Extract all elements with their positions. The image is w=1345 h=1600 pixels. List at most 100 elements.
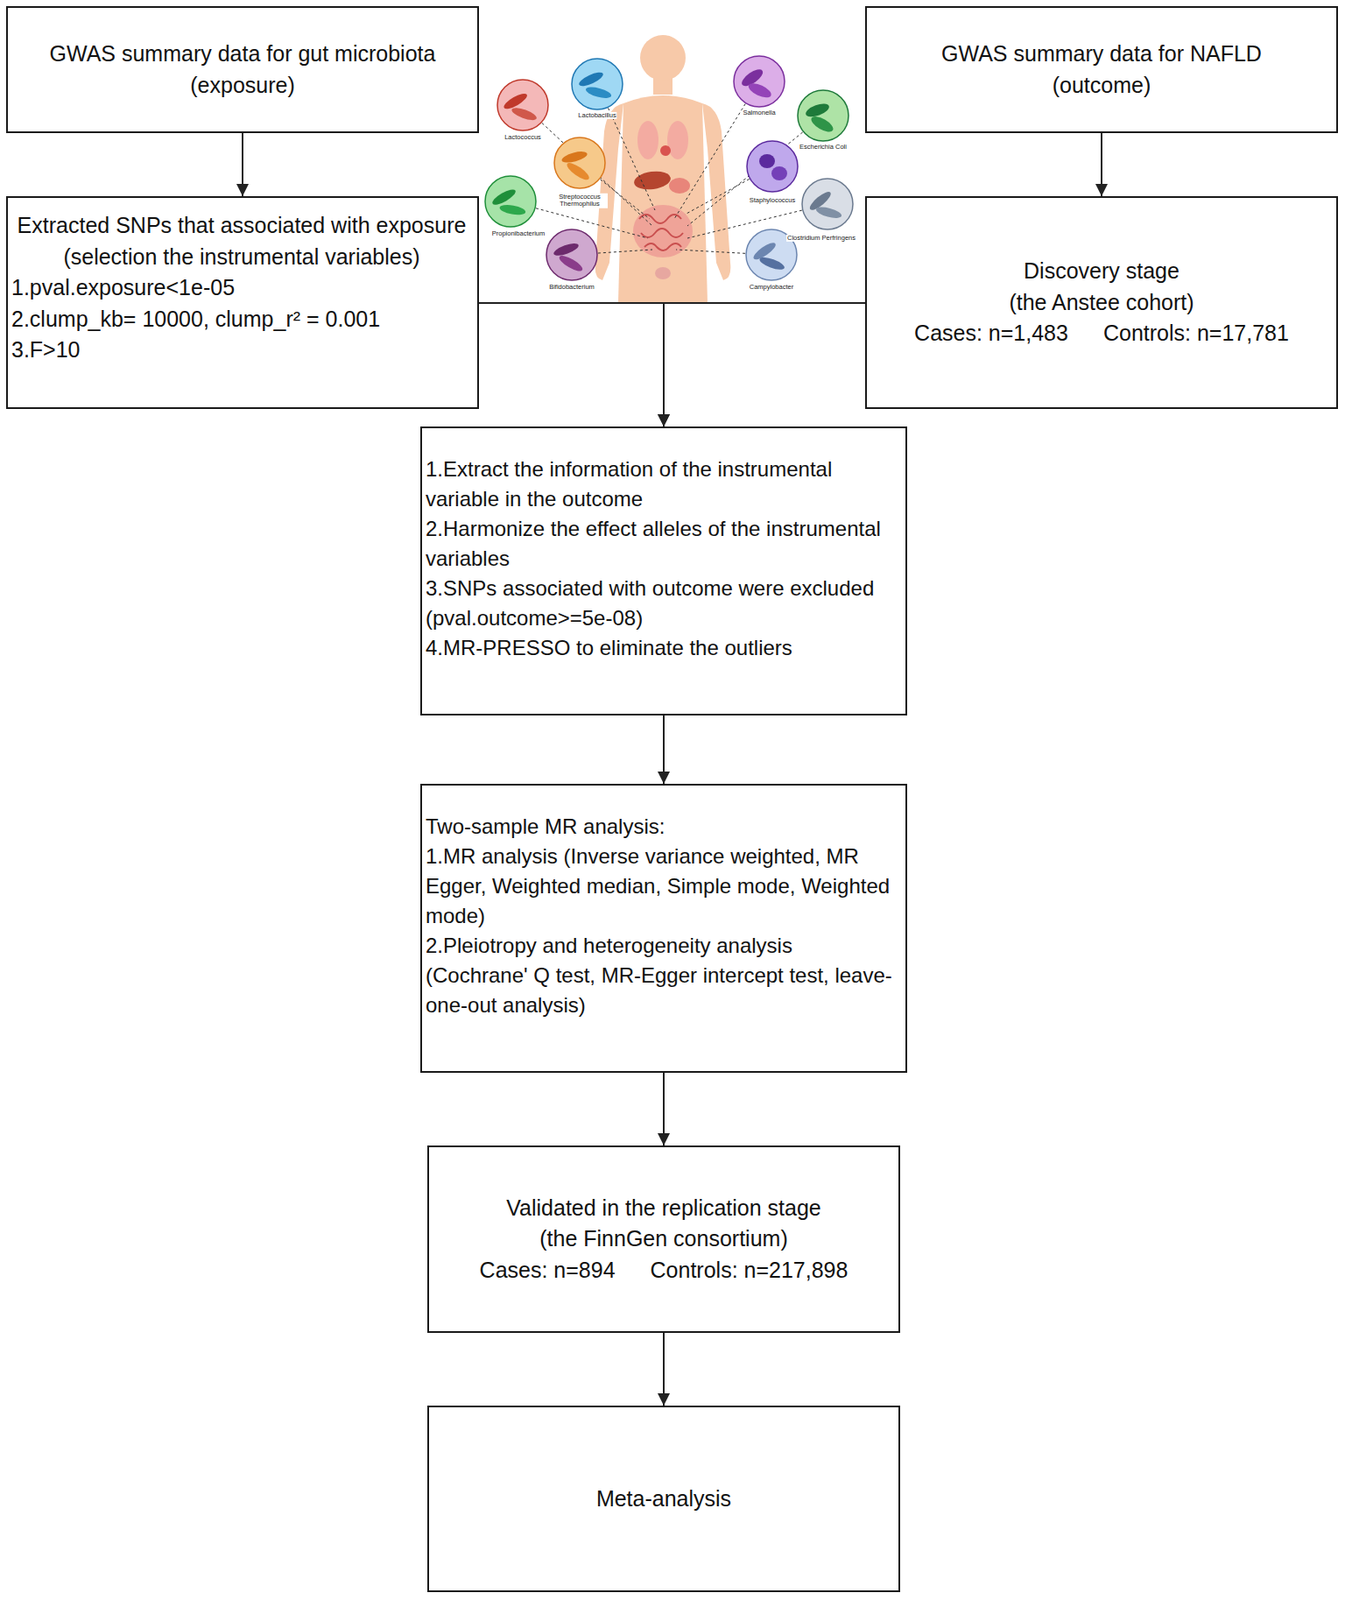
box-text: 2.Harmonize the effect alleles of the in…: [425, 514, 901, 574]
box-text: Cases: n=894: [479, 1254, 616, 1287]
bacterium-disc: [797, 90, 849, 141]
text-row: 3.SNPs associated with outcome were excl…: [425, 573, 901, 634]
process-box: Extracted SNPs that associated with expo…: [6, 196, 479, 409]
text-row: Cases: n=1,483 Controls: n=17,781: [875, 317, 1328, 350]
organism-label: Streptococcus Thermophilus: [551, 193, 608, 209]
bacterium-cell: [758, 254, 787, 273]
text-row: Validated in the replication stage (the …: [437, 1192, 890, 1255]
bacterium-icon: [546, 229, 598, 281]
head-shape: [640, 35, 686, 81]
organism-label: Clostridium Perfringens: [786, 234, 857, 242]
text-row: 2.clump_kb= 10000, clump_r² = 0.001: [11, 303, 472, 336]
bacterium-icon: [497, 79, 549, 131]
bacterium-disc: [546, 229, 598, 281]
bacterium-cell: [577, 70, 605, 90]
bladder-shape: [654, 267, 671, 280]
box-text: Meta-analysis: [437, 1483, 890, 1515]
box-text: Cases: n=1,483: [914, 317, 1069, 350]
box-text: 2.Pleiotropy and heterogeneity analysis …: [425, 930, 901, 1021]
arm-shape: [595, 103, 624, 281]
box-body: 1.Extract the information of the instrum…: [425, 454, 901, 664]
flow-arrow: [663, 302, 866, 427]
flow-arrow: [241, 133, 244, 197]
text-row: Cases: n=894 Controls: n=217,898: [437, 1254, 890, 1287]
bacterium-cell: [815, 204, 844, 220]
heart-shape: [660, 145, 671, 156]
box-text: Discovery stage (the Anstee cohort): [1005, 255, 1198, 318]
text-row: Meta-analysis: [437, 1483, 890, 1515]
text-row: 2.Pleiotropy and heterogeneity analysis …: [425, 930, 901, 1021]
text-row: GWAS summary data for gut microbiota (ex…: [16, 38, 469, 101]
bacterium-icon: [571, 58, 623, 110]
process-box: GWAS summary data for gut microbiota (ex…: [6, 6, 479, 134]
process-box: 1.Extract the information of the instrum…: [420, 426, 908, 716]
organism-label: Bifidobacterium: [548, 283, 596, 291]
box-body: Validated in the replication stage (the …: [437, 1192, 890, 1287]
bacterium-cell: [564, 160, 592, 183]
flow-arrow: [1100, 133, 1103, 197]
bacterium-disc: [497, 79, 549, 131]
bacterium-disc: [733, 56, 785, 107]
flow-arrow: [478, 302, 664, 427]
organism-label: Escherichia Coli: [798, 143, 848, 151]
organism-label: Staphylococcus: [748, 197, 797, 205]
bacterium-cell: [499, 203, 527, 217]
flow-arrow: [662, 1072, 665, 1146]
box-text: 3.F>10: [11, 334, 472, 367]
bacterium-disc: [802, 178, 853, 230]
bacterium-icon: [802, 178, 853, 230]
bacterium-disc: [746, 229, 797, 281]
box-body: GWAS summary data for gut microbiota (ex…: [16, 38, 469, 101]
text-row: GWAS summary data for NAFLD (outcome): [875, 38, 1328, 101]
box-text: 1.Extract the information of the instrum…: [425, 454, 901, 515]
bacterium-cell: [809, 113, 836, 135]
organism-label: Propionibacterium: [491, 230, 546, 238]
leader-lines: [510, 81, 828, 255]
torso-shape: [618, 95, 708, 303]
bacterium-icon: [554, 137, 606, 189]
lung-shape: [667, 120, 689, 160]
box-body: Two-sample MR analysis:1.MR analysis (In…: [425, 811, 901, 1022]
flow-arrow: [662, 715, 665, 784]
text-row: 4.MR-PRESSO to eliminate the outliers: [425, 633, 901, 663]
box-body: Extracted SNPs that associated with expo…: [11, 210, 472, 367]
text-row: 1.pval.exposure<1e-05: [11, 272, 472, 304]
bacterium-cell: [510, 105, 539, 123]
box-body: Discovery stage (the Anstee cohort)Cases…: [875, 255, 1328, 350]
organism-label: Salmonella: [741, 109, 776, 117]
box-text: GWAS summary data for NAFLD (outcome): [899, 38, 1305, 101]
box-text: Controls: n=17,781: [1103, 317, 1289, 350]
box-text: 3.SNPs associated with outcome were excl…: [425, 573, 901, 634]
text-row: Extracted SNPs that associated with expo…: [11, 210, 472, 273]
leader-line: [522, 105, 653, 226]
bacterium-icon: [485, 176, 536, 227]
bacterium-disc: [485, 176, 536, 227]
box-text: 1.pval.exposure<1e-05: [11, 272, 472, 304]
box-body: Meta-analysis: [437, 1483, 890, 1515]
bacterium-cell: [746, 80, 774, 101]
process-box: GWAS summary data for NAFLD (outcome): [865, 6, 1338, 134]
bacterium-disc: [554, 137, 606, 189]
box-text: Controls: n=217,898: [650, 1254, 849, 1287]
flow-arrow: [662, 1332, 665, 1406]
text-row: 2.Harmonize the effect alleles of the in…: [425, 514, 901, 574]
text-row: Discovery stage (the Anstee cohort): [875, 255, 1328, 318]
box-text: GWAS summary data for gut microbiota (ex…: [40, 38, 446, 101]
bacterium-cell: [552, 240, 581, 259]
bacterium-cell: [584, 84, 613, 100]
text-row: 1.MR analysis (Inverse variance weighted…: [425, 841, 901, 931]
text-row: Two-sample MR analysis:: [425, 811, 901, 842]
box-body: GWAS summary data for NAFLD (outcome): [875, 38, 1328, 101]
lung-shape: [637, 120, 659, 160]
bacterium-icon: [797, 90, 849, 141]
bacterium-disc: [746, 140, 798, 192]
bacterium-cell: [759, 154, 775, 169]
bacterium-cell: [803, 100, 831, 120]
bacterium-icon: [733, 56, 785, 107]
bacterium-cell: [560, 149, 589, 165]
